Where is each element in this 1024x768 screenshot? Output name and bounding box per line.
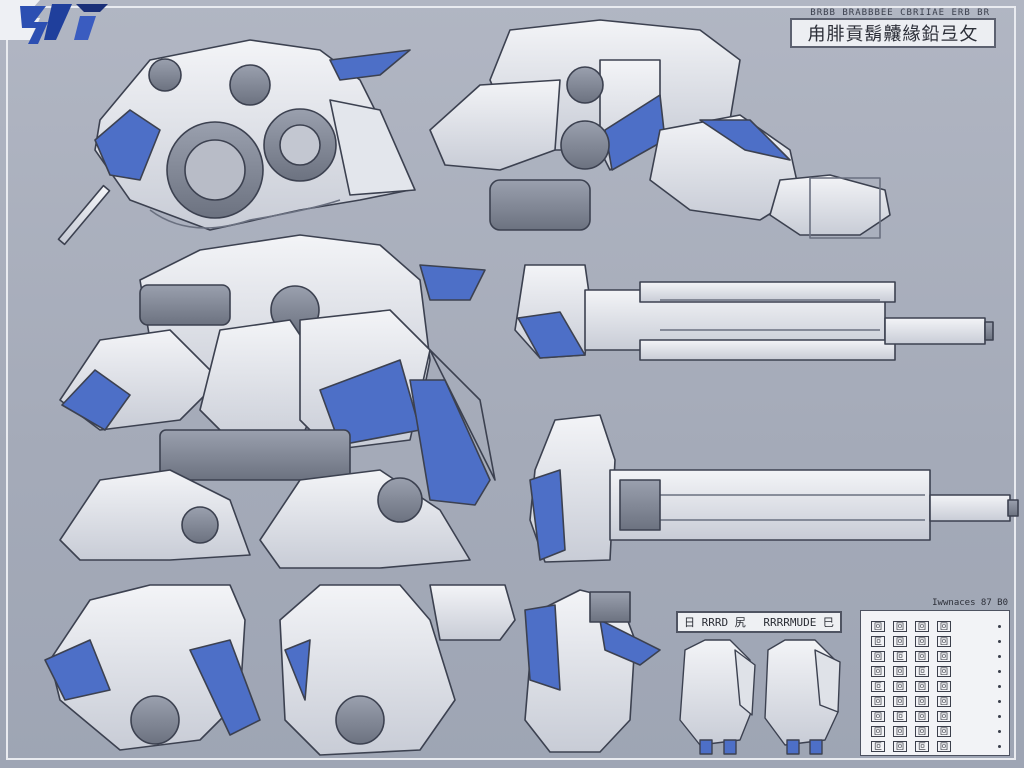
leg-detail-back (279, 584, 516, 756)
spec-row: 叵 回 回 回 (871, 679, 1001, 693)
spec-cell: 回 (937, 650, 951, 662)
label-right: RRRRMUDE 巳 (763, 616, 834, 629)
leg-detail-front (44, 584, 261, 751)
spec-cell: 叵 (915, 740, 929, 752)
spec-cell: 回 (937, 635, 951, 647)
spec-cell: 回 (893, 665, 907, 677)
spec-cell: 回 (893, 620, 907, 632)
spec-cell: 回 (871, 620, 885, 632)
spec-cell: 回 (915, 695, 929, 707)
spec-cell: 叵 (915, 665, 929, 677)
spec-row: 回 回 回 回 (871, 724, 1001, 738)
spec-cell: 回 (937, 665, 951, 677)
spec-cell: 回 (893, 725, 907, 737)
spec-cell: 回 (915, 635, 929, 647)
spec-dot-icon (998, 744, 1001, 748)
spec-dot-icon (998, 669, 1001, 673)
spec-cell: 回 (871, 710, 885, 722)
spec-cell: 叵 (871, 740, 885, 752)
sheet-title: 甪腓貢鬍齉緣鉛弖攵 (790, 18, 996, 48)
spec-panel-title: Iwwnaces 87 B0 (932, 598, 1008, 608)
head-three-quarter-view (57, 39, 416, 246)
spec-dot-icon (998, 639, 1001, 643)
spec-cell: 回 (871, 695, 885, 707)
spec-cell: 回 (871, 665, 885, 677)
spec-row: 回 叵 回 回 (871, 649, 1001, 663)
spec-cell: 回 (893, 680, 907, 692)
spec-panel: 回 回 回 回 叵 回 回 回 回 叵 回 回 回 回 叵 回 叵 (860, 610, 1010, 756)
spec-dot-icon (998, 654, 1001, 658)
spec-cell: 回 (937, 710, 951, 722)
arm-side-view (429, 19, 891, 239)
spec-cell: 回 (893, 740, 907, 752)
spec-row: 回 回 回 回 (871, 694, 1001, 708)
spec-cell: 叵 (871, 680, 885, 692)
spec-row: 回 回 叵 回 (871, 664, 1001, 678)
figure-label-box: 日 RRRD 尻 RRRRMUDE 巳 (676, 611, 842, 633)
spec-cell: 回 (893, 635, 907, 647)
spec-cell: 叵 (893, 710, 907, 722)
cannon-top-view (514, 264, 994, 361)
studio-logo-icon (0, 0, 108, 44)
spec-cell: 回 (937, 620, 951, 632)
spec-cell: 回 (937, 695, 951, 707)
spec-cell: 回 (915, 725, 929, 737)
spec-cell: 回 (893, 695, 907, 707)
spec-cell: 回 (871, 650, 885, 662)
main-body-three-quarter-view (59, 234, 496, 569)
spec-cell: 回 (915, 620, 929, 632)
spec-row: 叵 回 回 回 (871, 634, 1001, 648)
cannon-side-view (529, 414, 1019, 563)
spec-cell: 叵 (893, 650, 907, 662)
spec-cell: 回 (937, 725, 951, 737)
spec-cell: 回 (915, 650, 929, 662)
spec-cell: 回 (915, 710, 929, 722)
spec-row: 叵 回 叵 回 (871, 739, 1001, 753)
spec-cell: 回 (915, 680, 929, 692)
spec-row: 回 回 回 回 (871, 619, 1001, 633)
spec-dot-icon (998, 729, 1001, 733)
leg-detail-side (524, 589, 661, 753)
label-left: 日 RRRD 尻 (684, 616, 746, 629)
torso-back-mini (764, 639, 841, 755)
spec-cell: 叵 (871, 635, 885, 647)
spec-cell: 回 (871, 725, 885, 737)
torso-front-mini (679, 639, 756, 755)
spec-dot-icon (998, 699, 1001, 703)
sheet-border (6, 6, 1016, 760)
spec-row: 回 叵 回 回 (871, 709, 1001, 723)
spec-cell: 回 (937, 680, 951, 692)
spec-dot-icon (998, 684, 1001, 688)
spec-dot-icon (998, 624, 1001, 628)
spec-cell: 回 (937, 740, 951, 752)
spec-dot-icon (998, 714, 1001, 718)
